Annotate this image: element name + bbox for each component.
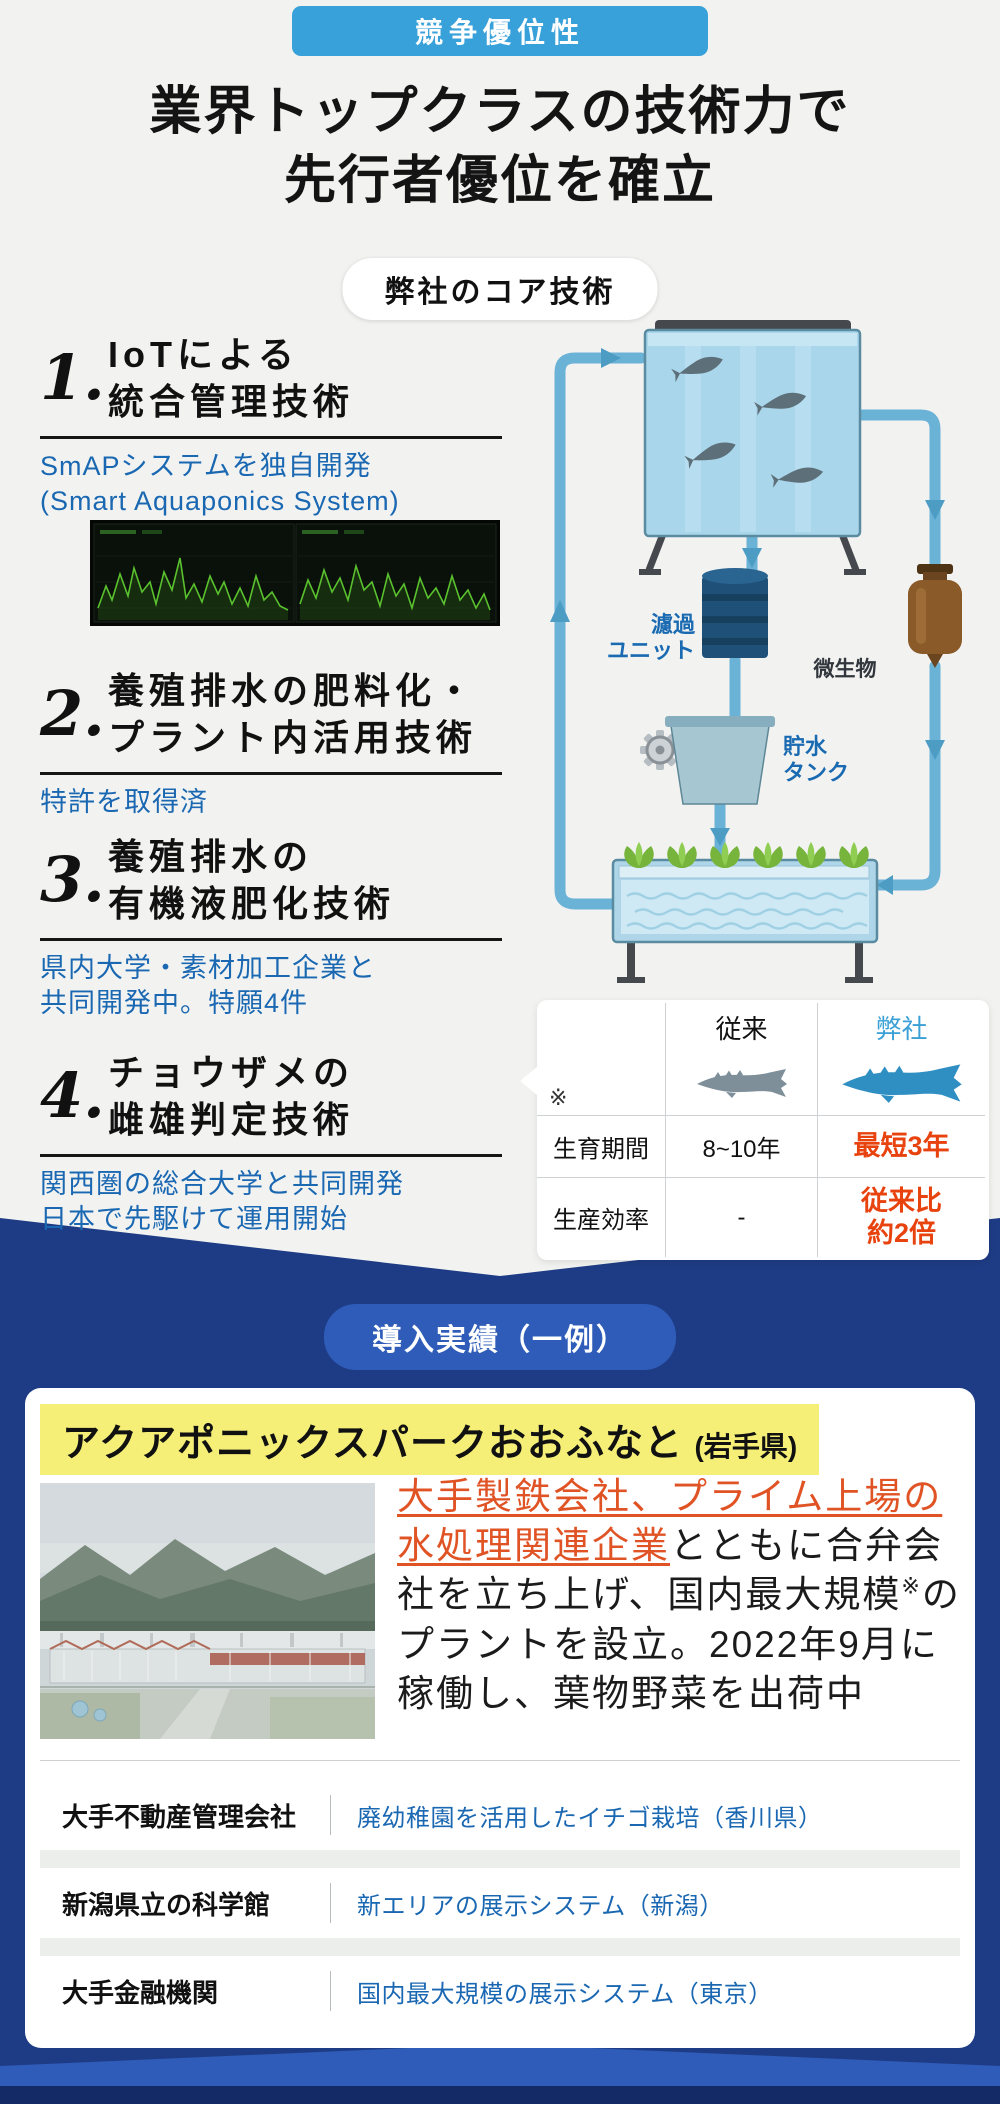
page-title: 業界トップクラスの技術力で 先行者優位を確立 — [0, 78, 1000, 215]
facility-photo — [40, 1483, 375, 1739]
row-growth-period-ours: 最短3年 — [817, 1115, 985, 1177]
row-efficiency-conventional: - — [665, 1177, 817, 1257]
feature-body-text1: とともに合弁会社を立ち上げ、国内最大規模 — [397, 1525, 943, 1616]
client-row-1: 大手不動産管理会社 廃幼稚園を活用したイチゴ栽培（香川県） — [40, 1780, 960, 1850]
pump-gear-icon — [640, 730, 680, 770]
filtration-unit-label-line2: ユニット — [607, 638, 695, 663]
tech-item-2-title: 養殖排水の肥料化・ プラント内活用技術 — [108, 670, 478, 758]
client-row-3: 大手金融機関 国内最大規模の展示システム（東京） — [40, 1956, 960, 2026]
comparison-header-conventional: 従来 — [665, 1003, 817, 1051]
client-name: 新潟県立の科学館 — [62, 1889, 271, 1920]
card-divider — [40, 1760, 960, 1761]
plant-icon — [624, 842, 654, 868]
flow-arrows — [550, 348, 945, 895]
plant-icon — [839, 842, 869, 868]
tech-item-3: 3. 養殖排水の 有機液肥化技術 県内大学・素材加工企業と 共同開発中。特願4件 — [40, 834, 502, 1022]
tech-item-1: 1. IoTによる 統合管理技術 SmAPシステムを独自開発 (Smart Aq… — [40, 332, 502, 520]
feature-link[interactable]: 大手製鉄会社、プライム上場の水処理関連企業 — [397, 1476, 943, 1567]
top-badge-label: 競争優位性 — [414, 17, 585, 48]
client-row-divider — [330, 1883, 331, 1923]
tech-item-4: 4. チョウザメの 雌雄判定技術 関西圏の総合大学と共同開発 日本で先駆けて運用… — [40, 1050, 502, 1238]
client-list: 大手不動産管理会社 廃幼稚園を活用したイチゴ栽培（香川県） 新潟県立の科学館 新… — [40, 1780, 960, 2026]
plant-icon — [667, 842, 697, 868]
page-title-line2: 先行者優位を確立 — [283, 151, 716, 210]
core-tech-pill: 弊社のコア技術 — [342, 258, 658, 320]
client-description: 廃幼稚園を活用したイチゴ栽培（香川県） — [357, 1804, 823, 1832]
grow-bed — [611, 842, 879, 983]
page-title-line1: 業界トップクラスの技術力で — [149, 83, 851, 141]
client-description: 新エリアの展示システム（新潟） — [357, 1892, 724, 1920]
aquaponics-diagram: 濾過 ユニット 微生物 — [535, 320, 995, 1001]
tech-item-4-heading: 4. チョウザメの 雌雄判定技術 — [40, 1050, 502, 1157]
comparison-table: 従来 弊社 ※ 生育期間 8~10年 最短3年 生産効率 - 従 — [520, 1000, 989, 1260]
conventional-fish-icon — [665, 1051, 817, 1115]
feature-title: アクアポニックスパークおおふなと (岩手県) — [40, 1404, 820, 1475]
core-tech-pill-label: 弊社のコア技術 — [384, 276, 616, 309]
client-name: 大手不動産管理会社 — [62, 1801, 297, 1832]
fish-tank — [639, 320, 866, 575]
client-row-2: 新潟県立の科学館 新エリアの展示システム（新潟） — [40, 1868, 960, 1938]
microbe-label: 微生物 — [813, 657, 877, 681]
storage-tank-label-line2: タンク — [783, 760, 849, 785]
dashboard-graphs — [90, 520, 500, 626]
monitoring-dashboard-image — [90, 520, 500, 626]
table-pointer-tail — [520, 1066, 538, 1096]
microbe-tank — [908, 564, 962, 668]
tech-item-2: 2. 養殖排水の肥料化・ プラント内活用技術 特許を取得済 — [40, 668, 502, 820]
client-row-divider — [330, 1795, 331, 1835]
top-badge: 競争優位性 — [292, 6, 708, 56]
results-card: アクアポニックスパークおおふなと (岩手県) — [25, 1388, 975, 2048]
tech-item-2-subtitle: 特許を取得済 — [40, 786, 208, 817]
client-row-divider — [330, 1971, 331, 2011]
tech-item-3-subtitle: 県内大学・素材加工企業と 共同開発中。特願4件 — [40, 952, 376, 1019]
comparison-header-blank — [537, 1003, 665, 1051]
row-growth-period-conventional: 8~10年 — [665, 1115, 817, 1177]
filtration-unit-label-line1: 濾過 — [651, 612, 696, 637]
tech-item-1-number: 1. — [40, 341, 105, 415]
tech-item-4-subtitle: 関西圏の総合大学と共同開発 日本で先駆けて運用開始 — [40, 1168, 404, 1235]
plant-icon — [796, 842, 826, 868]
tech-item-3-heading: 3. 養殖排水の 有機液肥化技術 — [40, 834, 502, 941]
tech-item-4-number: 4. — [40, 1059, 105, 1133]
tech-item-2-heading: 2. 養殖排水の肥料化・ プラント内活用技術 — [40, 668, 502, 775]
results-pill: 導入実績（一例） — [324, 1304, 676, 1370]
comparison-note-mark: ※ — [549, 1085, 568, 1110]
client-description: 国内最大規模の展示システム（東京） — [357, 1980, 773, 2008]
tech-item-1-heading: 1. IoTによる 統合管理技術 — [40, 332, 502, 439]
tech-item-1-title: IoTによる 統合管理技術 — [108, 334, 355, 422]
tech-item-3-title: 養殖排水の 有機液肥化技術 — [108, 836, 396, 924]
feature-title-note: (岩手県) — [694, 1431, 798, 1462]
comparison-header-ours: 弊社 — [817, 1003, 985, 1051]
row-efficiency-ours: 従来比 約2倍 — [817, 1177, 985, 1257]
footer-stripe-dark — [0, 2086, 1000, 2104]
plant-icon — [753, 842, 783, 868]
feature-title-text: アクアポニックスパークおおふなと — [62, 1423, 683, 1465]
filtration-unit — [702, 568, 768, 658]
row-growth-period-label: 生育期間 — [537, 1115, 665, 1177]
tech-item-3-number: 3. — [40, 843, 105, 917]
feature-description: 大手製鉄会社、プライム上場の水処理関連企業とともに合弁会社を立ち上げ、国内最大規… — [397, 1472, 965, 1718]
tech-item-2-number: 2. — [40, 677, 105, 751]
row-efficiency-label: 生産効率 — [537, 1177, 665, 1257]
results-pill-label: 導入実績（一例） — [372, 1324, 628, 1357]
tech-item-4-title: チョウザメの 雌雄判定技術 — [108, 1052, 355, 1140]
feature-note-mark: ※ — [901, 1574, 922, 1600]
storage-tank — [665, 716, 775, 805]
feature-body-text2: のプラントを設立。2022年9月に稼働し、葉物野菜を出荷中 — [397, 1574, 961, 1714]
client-name: 大手金融機関 — [62, 1977, 219, 2008]
storage-tank-label-line1: 貯水 — [783, 734, 828, 759]
ours-fish-icon — [817, 1051, 985, 1115]
tech-item-1-subtitle: SmAPシステムを独自開発 (Smart Aquaponics System) — [40, 450, 400, 517]
